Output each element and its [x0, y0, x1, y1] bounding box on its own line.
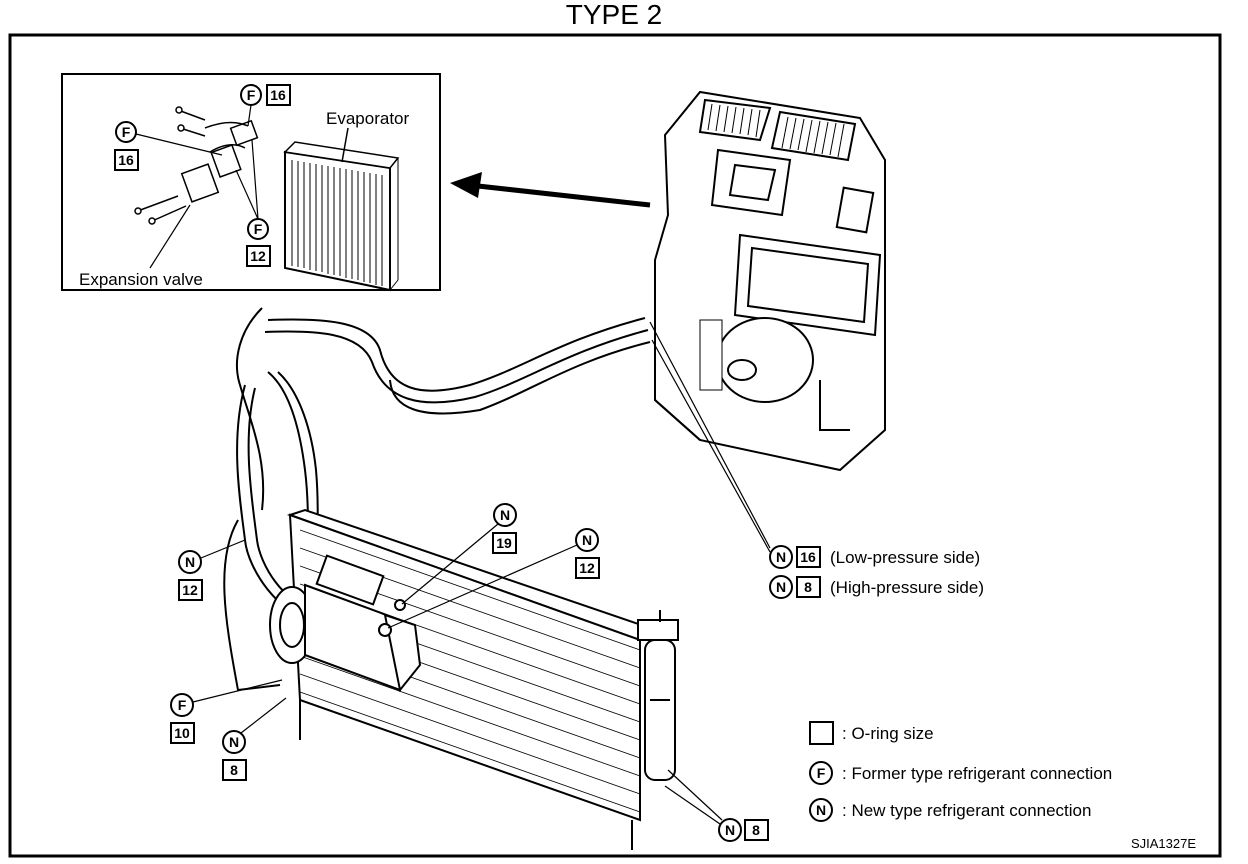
callout-size: 12 [579, 560, 595, 576]
callout-symbol: N [229, 734, 239, 750]
inset-callout-f12: F 12 [235, 139, 271, 267]
callout-size: 16 [800, 549, 816, 565]
callout-symbol: N [185, 554, 195, 570]
inset-callout-f16-top: F 16 [240, 84, 291, 127]
expansion-valve-label: Expansion valve [79, 270, 203, 289]
callout-symbol: N [582, 532, 592, 548]
callout-size: 10 [174, 725, 190, 741]
callout-n8-right: N 8 [664, 769, 769, 842]
inset-callout-f16-left: F 16 [114, 121, 223, 171]
diagram-title: TYPE 2 [566, 0, 662, 30]
legend-new-text: : New type refrigerant connection [842, 801, 1091, 820]
callout-symbol: N [725, 822, 735, 838]
o-ring-box-icon [809, 721, 834, 745]
legend-former-text: : Former type refrigerant connection [842, 764, 1112, 783]
callout-symbol: N [500, 507, 510, 523]
legend-f-symbol: F [817, 765, 826, 781]
pressure-legend-low: N 16 (Low-pressure side) [769, 545, 980, 569]
legend-n-symbol: N [816, 802, 826, 818]
callout-f10: F 10 [170, 679, 283, 744]
leader-low-pressure [649, 321, 771, 549]
callout-n12-left: N 12 [178, 539, 246, 601]
detail-arrow [450, 172, 651, 208]
callout-symbol: N [776, 579, 786, 595]
callout-symbol: F [122, 124, 131, 140]
callout-size: 8 [804, 579, 812, 595]
figure-code: SJIA1327E [1131, 836, 1196, 851]
callout-symbol: F [254, 221, 263, 237]
callout-size: 8 [752, 822, 760, 838]
callout-size: 8 [230, 762, 238, 778]
callout-size: 16 [118, 152, 134, 168]
key-legend: : O-ring size F : Former type refrigeran… [809, 721, 1112, 822]
callout-n8-bottom: N 8 [222, 697, 287, 781]
callout-size: 12 [250, 248, 266, 264]
liquid-tank-illustration [631, 610, 679, 850]
callout-symbol: N [776, 549, 786, 565]
callout-n12-center: N 12 [387, 528, 600, 629]
high-pressure-text: (High-pressure side) [830, 578, 984, 597]
evaporator-illustration [283, 127, 400, 292]
callout-symbol: F [247, 87, 256, 103]
expansion-valve-illustration [134, 106, 259, 225]
callout-symbol: F [178, 697, 187, 713]
callout-size: 16 [270, 87, 286, 103]
callout-size: 19 [496, 535, 512, 551]
legend-oring-text: : O-ring size [842, 724, 934, 743]
hvac-unit-illustration [654, 90, 886, 472]
leader-high-pressure [651, 339, 771, 553]
callout-n19: N 19 [401, 503, 517, 605]
callout-size: 12 [182, 582, 198, 598]
compressor-illustration [269, 554, 422, 693]
outer-frame [8, 33, 1222, 858]
pressure-legend-high: N 8 (High-pressure side) [769, 575, 984, 599]
low-pressure-text: (Low-pressure side) [830, 548, 980, 567]
evaporator-label: Evaporator [326, 109, 409, 128]
